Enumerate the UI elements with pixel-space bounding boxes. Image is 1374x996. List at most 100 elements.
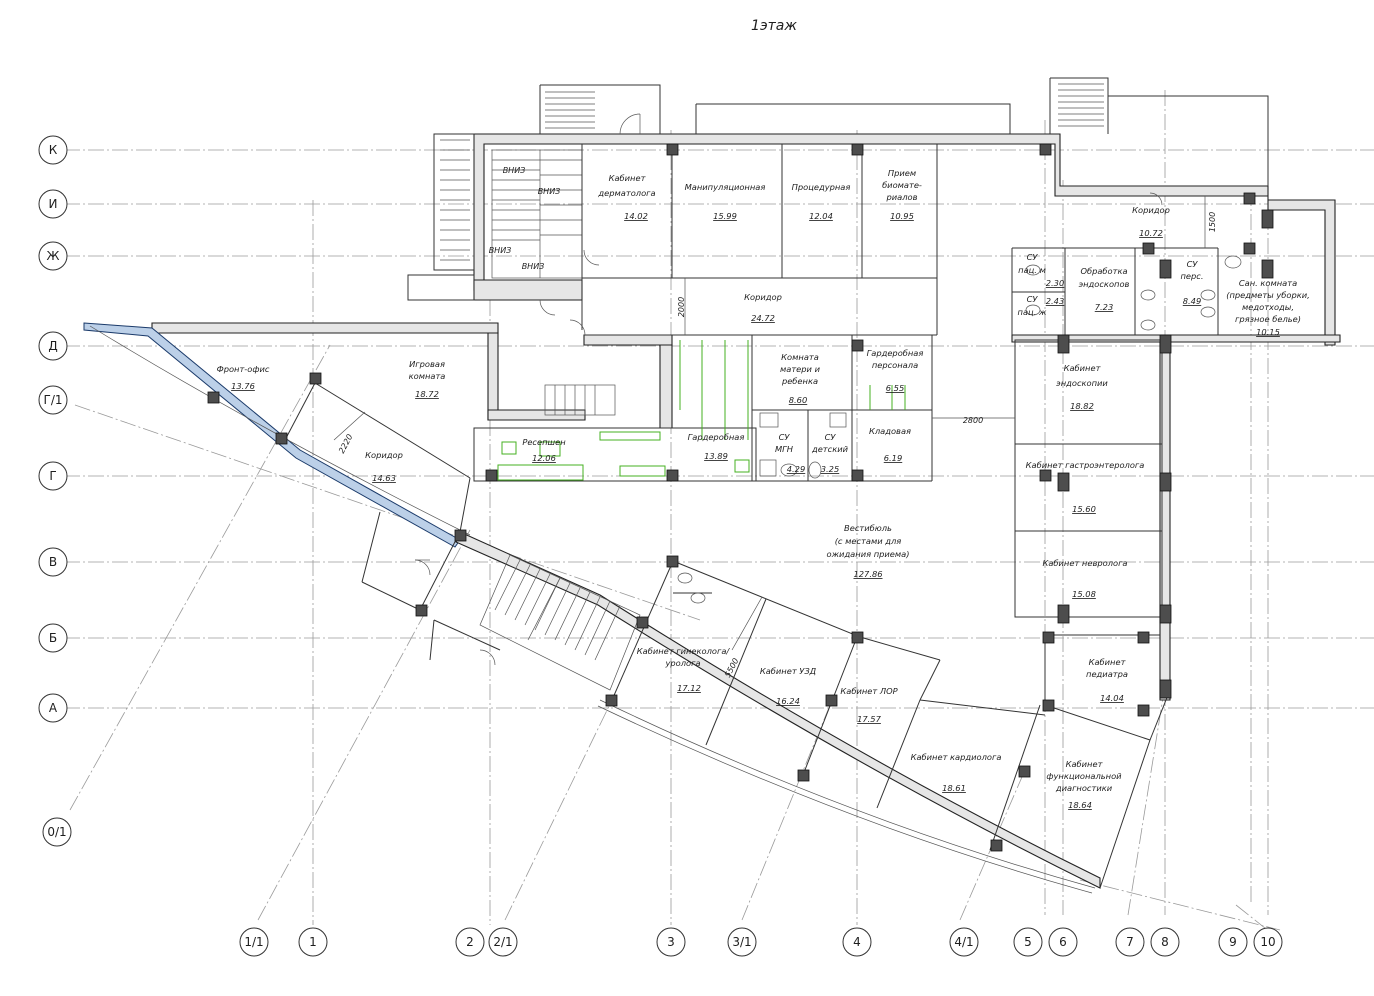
stair-label: ВНИЗ: [522, 262, 545, 271]
room-su-pers: СУ перс. 8.49: [1181, 259, 1204, 306]
room-su-pac2: СУ пац. ж 2.43: [1018, 294, 1065, 317]
room-name: биомате-: [882, 180, 922, 190]
room-front-office: Фронт-офис 13.76: [217, 364, 270, 391]
room-san-komnata: Сан. комната (предметы уборки, медотходы…: [1226, 278, 1310, 337]
axis-label: 2: [466, 935, 474, 949]
stair-label: ВНИЗ: [489, 246, 512, 255]
room-name: педиатра: [1086, 669, 1128, 679]
room-area: 18.64: [1068, 800, 1092, 810]
room-uzd: Кабинет УЗД 16.24: [760, 666, 817, 706]
axis-label: И: [49, 197, 58, 211]
room-area: 6.55: [886, 383, 904, 393]
room-pediatr: Кабинет педиатра 14.04: [1086, 657, 1128, 703]
room-area: 8.49: [1183, 296, 1201, 306]
room-name: персонала: [872, 360, 918, 370]
room-name: Вестибюль: [844, 523, 892, 533]
room-area: 14.63: [372, 473, 396, 483]
room-dermatolog: Кабинет дерматолога 14.02: [597, 173, 655, 221]
partitions: [284, 144, 1219, 809]
axis-label: 7: [1126, 935, 1134, 949]
room-name: Процедурная: [792, 182, 851, 192]
room-name: дерматолога: [597, 188, 655, 198]
axis-label: 6: [1059, 935, 1067, 949]
room-name: матери и: [780, 364, 821, 374]
room-name: Кабинет УЗД: [760, 666, 817, 676]
room-name: риалов: [885, 192, 917, 202]
room-area: 8.60: [789, 395, 807, 405]
room-area: 2.43: [1046, 296, 1064, 306]
room-area: 16.24: [776, 696, 800, 706]
axis-label: А: [49, 701, 58, 715]
exterior-walls: [83, 77, 1341, 894]
room-igrovaya: Игровая комната 18.72: [409, 359, 446, 399]
room-name: пац. м: [1018, 265, 1046, 275]
axis-label: 9: [1229, 935, 1237, 949]
room-name: функциональной: [1046, 771, 1122, 781]
room-area: 7.23: [1095, 302, 1113, 312]
room-name: Ресепшен: [522, 437, 566, 447]
room-name: эндоскопии: [1056, 378, 1108, 388]
axis-label: Г: [49, 469, 56, 483]
room-name: Кабинет: [1089, 657, 1127, 667]
axis-label: 4: [853, 935, 861, 949]
room-area: 13.76: [231, 381, 255, 391]
room-name: диагностики: [1055, 783, 1113, 793]
room-garderob: Гардеробная 13.89: [688, 432, 745, 461]
room-name: ребенка: [781, 376, 818, 386]
axis-label: Ж: [47, 249, 60, 263]
dimension-label: 2800: [963, 416, 983, 425]
room-ginekolog: Кабинет гинеколога/ уролога 17.12: [637, 646, 731, 693]
room-area: 14.04: [1100, 693, 1124, 703]
axis-label: В: [49, 555, 57, 569]
stair-label: ВНИЗ: [503, 166, 526, 175]
room-name: медотходы,: [1242, 302, 1294, 312]
dimension-label: 2000: [677, 297, 686, 317]
room-area: 18.61: [942, 783, 966, 793]
room-su-det: СУ детский 3.25: [811, 432, 849, 474]
room-reception: Ресепшен 12.06: [522, 437, 566, 463]
room-area: 10.72: [1139, 228, 1163, 238]
axis-label: 4/1: [954, 935, 973, 949]
room-area: 18.82: [1070, 401, 1094, 411]
room-name: Фронт-офис: [217, 364, 270, 374]
room-area: 13.89: [704, 451, 728, 461]
room-name: грязное белье): [1235, 314, 1301, 324]
room-lor: Кабинет ЛОР 17.57: [840, 686, 897, 724]
room-name: Кабинет ЛОР: [840, 686, 897, 696]
room-name: Игровая: [409, 359, 445, 369]
room-obrabotka: Обработка эндоскопов 7.23: [1079, 266, 1130, 312]
room-name: Кабинет: [609, 173, 647, 183]
room-name: комната: [409, 371, 446, 381]
room-area: 24.72: [751, 313, 775, 323]
room-name: Гардеробная: [867, 348, 924, 358]
axis-label: 5: [1024, 935, 1032, 949]
room-area: 4.29: [787, 464, 805, 474]
axis-label: К: [49, 143, 58, 157]
axis-label: Г/1: [44, 393, 63, 407]
room-koridor-top: Коридор 24.72: [744, 292, 782, 323]
room-name: детский: [811, 444, 849, 454]
room-name: Прием: [888, 168, 916, 178]
room-area: 14.02: [624, 211, 648, 221]
axis-label: 0/1: [47, 825, 66, 839]
furniture: [497, 340, 906, 481]
room-area: 15.08: [1072, 589, 1096, 599]
room-nevrolog: Кабинет невролога 15.08: [1042, 558, 1127, 599]
room-name: СУ: [1027, 252, 1039, 262]
room-name: Коридор: [744, 292, 782, 302]
axis-label: Б: [49, 631, 57, 645]
room-name: пац. ж: [1018, 307, 1047, 317]
room-area: 15.60: [1072, 504, 1096, 514]
room-area: 18.72: [415, 389, 439, 399]
axis-label: Д: [48, 339, 57, 353]
room-su-mgn: СУ МГН 4.29: [775, 432, 805, 474]
axis-markers: К И Ж Д Г/1 Г В Б А 0/1 1/1 1 2 2/1 3 3/…: [38, 135, 1283, 957]
room-name: Кабинет: [1064, 363, 1102, 373]
room-name: Кабинет кардиолога: [911, 752, 1002, 762]
room-name: Коридор: [1132, 205, 1170, 215]
room-name: Гардеробная: [688, 432, 745, 442]
axis-label: 3: [667, 935, 675, 949]
room-area: 12.06: [532, 453, 556, 463]
axis-label: 1/1: [244, 935, 263, 949]
